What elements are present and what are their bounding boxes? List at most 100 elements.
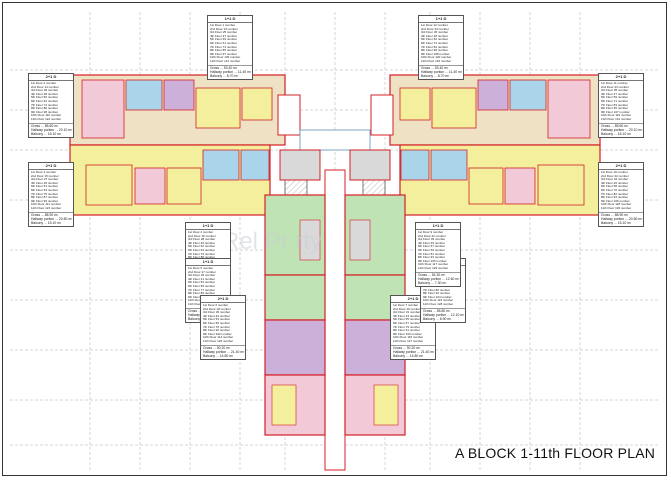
unit-number-row: 9th Floor 106 number bbox=[601, 198, 630, 203]
area-row: Balcony ... 8.70 m² bbox=[210, 73, 239, 78]
area-row: Balcony ... 14.80 m² bbox=[393, 353, 424, 358]
unit-number-row: 7th Floor 80 number bbox=[423, 287, 451, 292]
unit-number-row: 3rd Floor 30 number bbox=[203, 310, 231, 315]
unit-number-row: 4th Floor 46 number bbox=[601, 180, 629, 185]
unit-number-row: 8th Floor 94 number bbox=[601, 195, 629, 200]
unit-number-row: 3rd Floor 26 number bbox=[31, 88, 59, 93]
watermark: Rel Pr rty bbox=[222, 228, 323, 255]
unit-number-row: 5th Floor 60 number bbox=[421, 37, 449, 42]
unit-number-row: 9th Floor 104 number bbox=[423, 294, 452, 299]
area-row: Hallway portion ... 21.40 m² bbox=[393, 349, 435, 354]
unit-number-row: 9th Floor 102 number bbox=[203, 331, 232, 336]
unit-number-row: 9th Floor 107 number bbox=[601, 109, 630, 114]
unit-number-row: 6th Floor 72 number bbox=[421, 40, 449, 45]
unit-number-row: 7th Floor 77 number bbox=[188, 287, 216, 292]
unit-number-row: 7th Floor 73 number bbox=[210, 44, 238, 49]
unit-number-row: 5th Floor 51 number bbox=[31, 184, 59, 189]
right-wing bbox=[362, 74, 601, 216]
unit-number-row: 7th Floor 75 number bbox=[31, 191, 59, 196]
unit-number-row: 5th Floor 49 number bbox=[210, 37, 238, 42]
unit-type-label: 2+1 D bbox=[29, 74, 73, 81]
area-row: Hallway portion ... 20.80 m² bbox=[31, 216, 73, 221]
area-row: Gross ... 90.20 m² bbox=[203, 345, 231, 350]
area-row: Balcony ... 15.10 m² bbox=[601, 220, 632, 225]
unit-number-row: 5th Floor 54 number bbox=[203, 317, 231, 322]
unit-number-row: 2nd Floor 19 number bbox=[393, 306, 421, 311]
unit-number-row: 9th Floor 98 number bbox=[31, 109, 59, 114]
unit-number-row: 1st Floor 1 number bbox=[210, 23, 236, 27]
unit-number-row: 7th Floor 78 number bbox=[203, 324, 231, 329]
unit-number-row: 8th Floor 86 number bbox=[31, 106, 59, 111]
unit-number-row: 10th Floor 114 number bbox=[203, 335, 234, 340]
unit-number-row: 10th Floor 116 number bbox=[423, 298, 454, 303]
unit-number-row: 9th Floor 97 number bbox=[210, 51, 238, 56]
unit-number-row: 8th Floor 85 number bbox=[210, 48, 238, 53]
unit-number-row: 7th Floor 74 number bbox=[31, 102, 59, 107]
unit-number-row: 10th Floor 109 number bbox=[210, 55, 241, 60]
unit-number-row: 7th Floor 82 number bbox=[601, 191, 629, 196]
area-row: Hallway portion ... 20.10 m² bbox=[31, 127, 73, 132]
area-row: Hallway portion ... 20.10 m² bbox=[601, 127, 643, 132]
left-wing bbox=[69, 74, 308, 216]
unit-type-label: 1+1 D bbox=[186, 223, 230, 230]
area-row: Balcony ... 8.70 m² bbox=[421, 73, 450, 78]
unit-number-row: 11th Floor 129 number bbox=[418, 265, 449, 270]
unit-number-row: 4th Floor 48 number bbox=[421, 33, 449, 38]
unit-number-row: 11th Floor 121 number bbox=[210, 58, 241, 63]
unit-number-row: 8th Floor 90 number bbox=[203, 328, 231, 333]
unit-number-row: 3rd Floor 33 number bbox=[418, 237, 446, 242]
unit-number-row: 11th Floor 128 number bbox=[423, 301, 454, 306]
unit-number-row: 4th Floor 45 number bbox=[418, 240, 446, 245]
unit-number-row: 2nd Floor 15 number bbox=[31, 173, 59, 178]
unit-number-row: 10th Floor 120 number bbox=[421, 55, 452, 60]
unit-number-row: 8th Floor 87 number bbox=[31, 195, 59, 200]
area-row: Gross ... 88.90 m² bbox=[31, 212, 59, 217]
area-row: Hallway portion ... 21.40 m² bbox=[203, 349, 245, 354]
unit-number-row: 1st Floor 4 number bbox=[188, 230, 214, 234]
area-row: Balcony ... 16.10 m² bbox=[601, 131, 632, 136]
area-row: Balcony ... 15.10 m² bbox=[31, 220, 62, 225]
area-row: Balcony ... 14.80 m² bbox=[203, 353, 234, 358]
unit-type-label: 2+1 D bbox=[599, 74, 643, 81]
area-row: Gross ... 85.60 m² bbox=[601, 123, 629, 128]
unit-number-row: 8th Floor 95 number bbox=[601, 106, 629, 111]
unit-number-row: 11th Floor 122 number bbox=[31, 116, 62, 121]
unit-number-row: 2nd Floor 24 number bbox=[421, 26, 449, 31]
unit-number-row: 6th Floor 63 number bbox=[31, 187, 59, 192]
central-core bbox=[279, 129, 391, 471]
unit-number-row: 2nd Floor 16 number bbox=[188, 233, 216, 238]
unit-number-row: 4th Floor 43 number bbox=[393, 313, 421, 318]
unit-number-row: 2nd Floor 21 number bbox=[418, 233, 446, 238]
unit-number-row: 4th Floor 39 number bbox=[31, 180, 59, 185]
unit-number-row: 1st Floor 10 number bbox=[601, 170, 628, 174]
area-row: Gross ... 54.30 m² bbox=[418, 272, 446, 277]
unit-number-row: 10th Floor 117 number bbox=[418, 262, 449, 267]
unit-number-row: 4th Floor 40 number bbox=[188, 240, 216, 245]
unit-number-row: 5th Floor 50 number bbox=[31, 95, 59, 100]
unit-number-row: 2nd Floor 13 number bbox=[210, 26, 238, 31]
unit-number-row: 8th Floor 89 number bbox=[188, 291, 216, 296]
unit-number-row: 3rd Floor 35 number bbox=[601, 88, 629, 93]
area-row: Hallway portion ... 11.40 m² bbox=[210, 69, 252, 74]
unit-number-row: 1st Floor 11 number bbox=[601, 81, 628, 85]
unit-number-row: 2nd Floor 17 number bbox=[188, 269, 216, 274]
unit-number-row: 11th Floor 126 number bbox=[203, 338, 234, 343]
unit-number-row: 2nd Floor 23 number bbox=[601, 84, 629, 89]
unit-number-row: 8th Floor 93 number bbox=[418, 255, 446, 260]
unit-type-label: 1+1 D bbox=[208, 16, 252, 23]
unit-number-row: 10th Floor 115 number bbox=[393, 335, 424, 340]
unit-number-row: 10th Floor 119 number bbox=[601, 113, 632, 118]
unit-number-row: 6th Floor 66 number bbox=[203, 320, 231, 325]
area-row: Balcony ... 7.30 m² bbox=[418, 280, 447, 285]
